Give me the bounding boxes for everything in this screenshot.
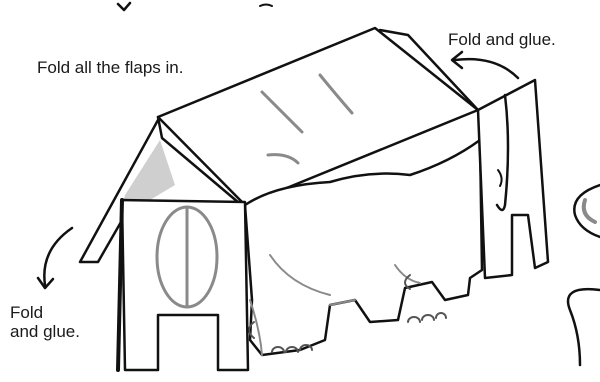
fold-flaps-label: Fold all the flaps in. bbox=[37, 58, 183, 77]
fold-glue-left-line1: Fold bbox=[10, 303, 80, 322]
partial-shape-inner bbox=[584, 200, 595, 222]
fold-glue-left-label: Fold and glue. bbox=[10, 303, 80, 341]
fold-glue-left-line2: and glue. bbox=[10, 322, 80, 341]
head-panel bbox=[478, 80, 548, 278]
toe bbox=[408, 317, 420, 322]
toe bbox=[422, 315, 434, 320]
curved-arrow-left-icon bbox=[455, 59, 518, 78]
curved-arrow-down-icon bbox=[44, 228, 72, 285]
partial-shape-right bbox=[574, 185, 600, 237]
cut-off-text bbox=[118, 3, 130, 10]
cut-off-text-2 bbox=[260, 5, 272, 7]
toe bbox=[436, 313, 446, 318]
back-panel bbox=[122, 200, 248, 370]
partial-hand-right bbox=[568, 289, 600, 365]
fold-glue-right-label: Fold and glue. bbox=[448, 30, 556, 49]
